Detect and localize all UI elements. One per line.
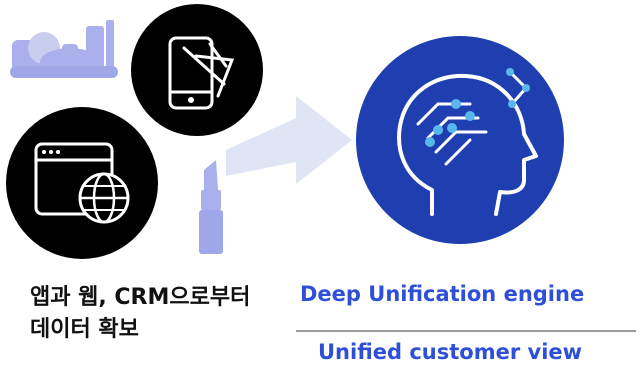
customer-view-label: Unified customer view [318,340,583,364]
flow-arrow-shape [226,96,352,184]
diagram-graphic [6,4,564,259]
divider-line [296,330,636,332]
mobile-shopping-icon [131,4,263,136]
cosmetics-icon [10,20,118,78]
ai-head-icon [356,36,564,244]
web-globe-icon [6,107,158,259]
lipstick-icon [199,160,223,254]
engine-label: Deep Unification engine [300,282,585,306]
data-source-caption: 앱과 웹, CRM으로부터 데이터 확보 [30,285,251,342]
